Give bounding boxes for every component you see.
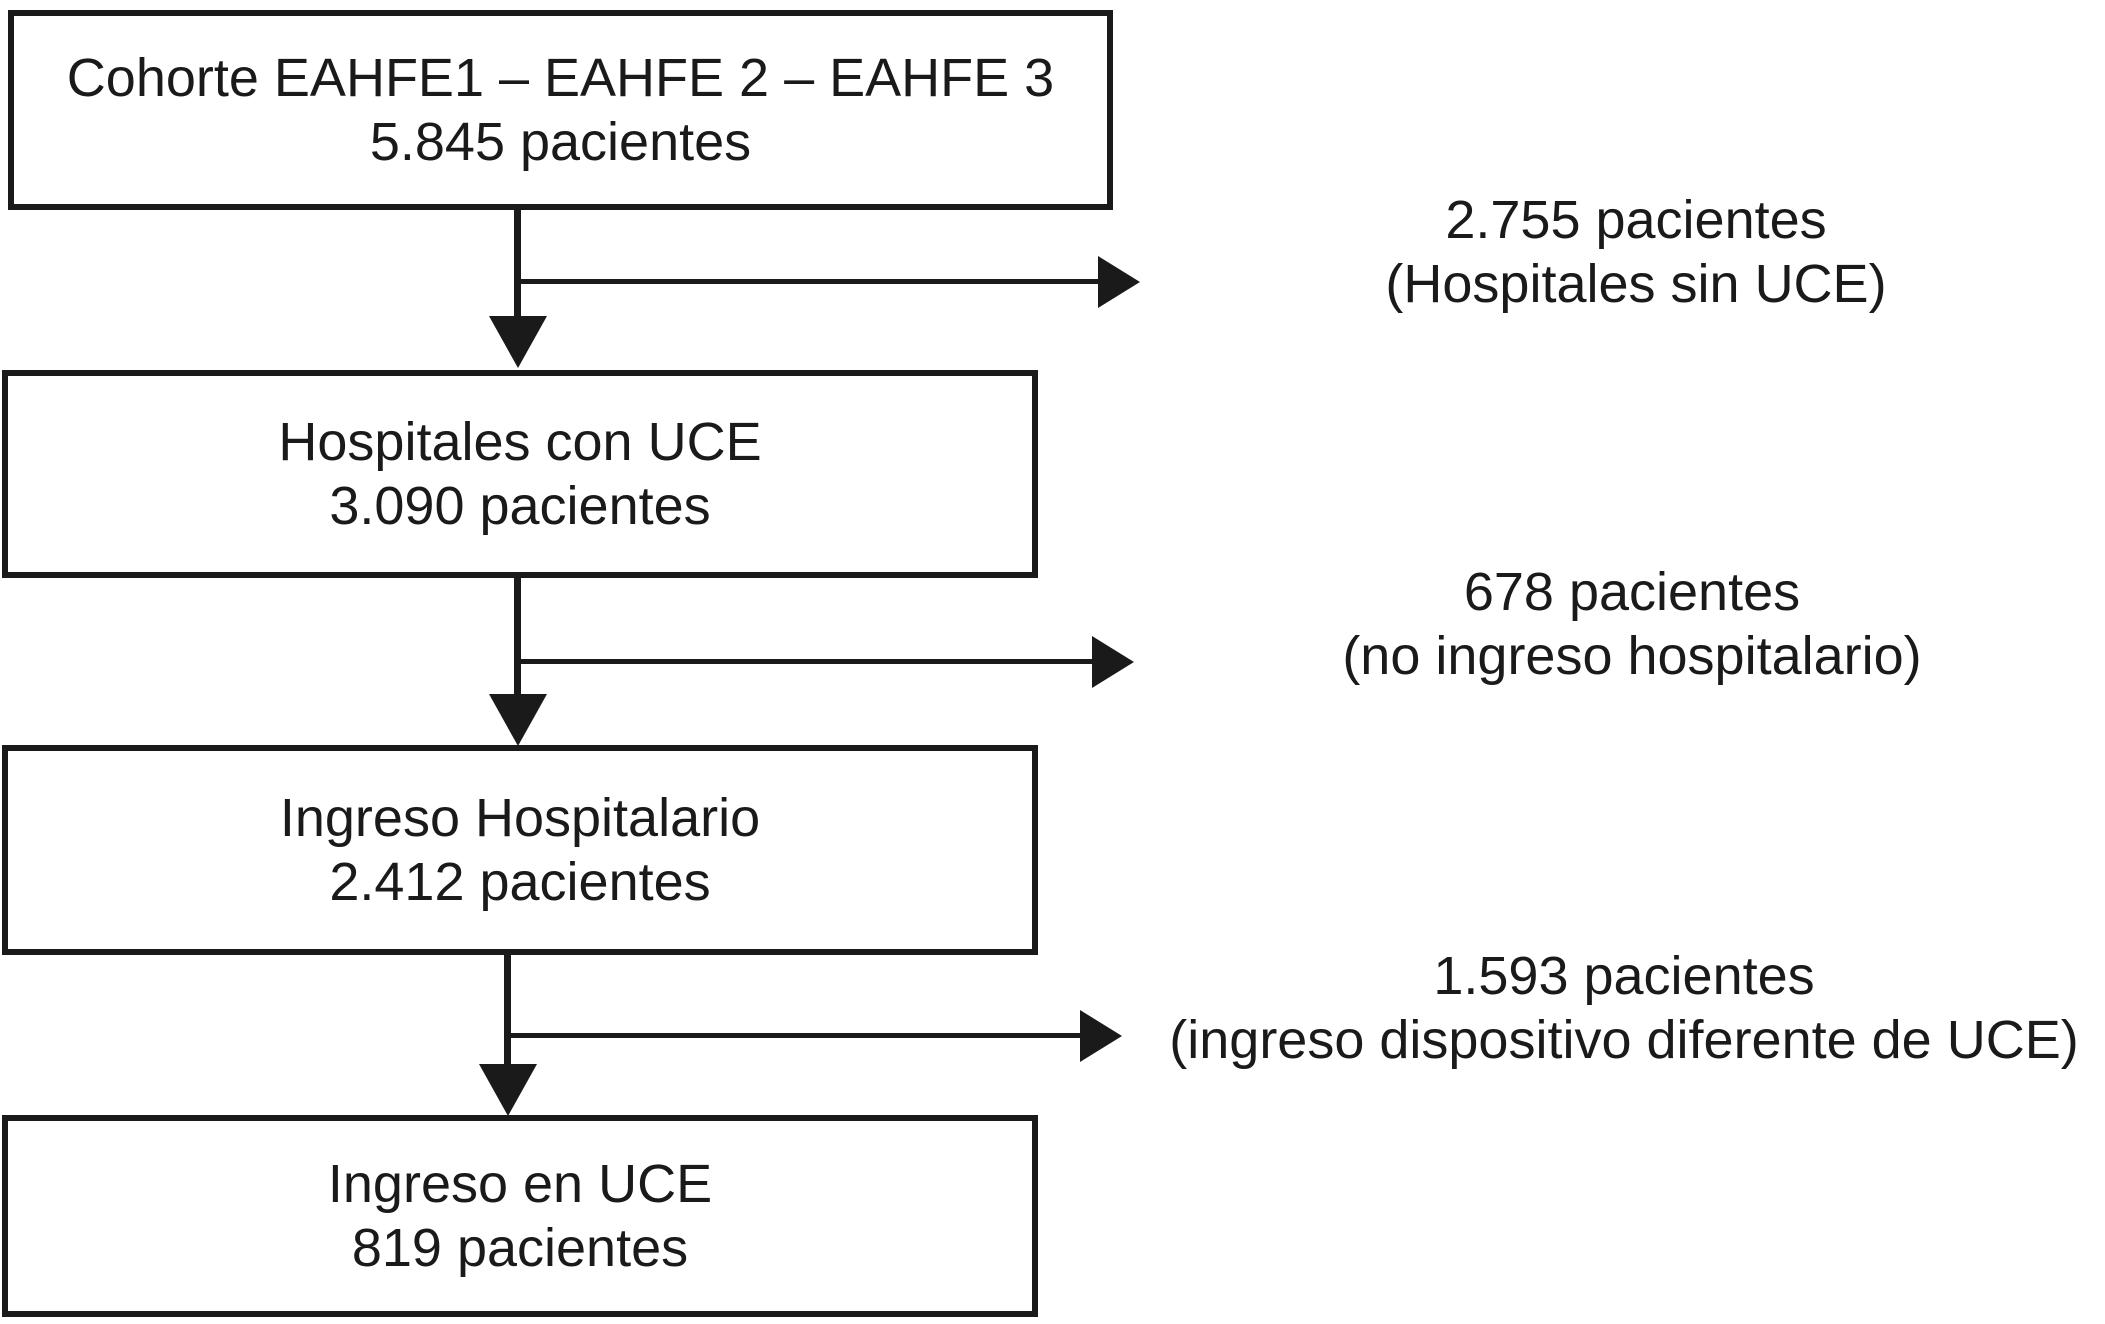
flow-box-hospitales-con-uce: Hospitales con UCE 3.090 pacientes — [2, 370, 1038, 578]
arrowhead-right-icon — [1098, 256, 1140, 308]
flow-box-cohorte-eahfe: Cohorte EAHFE1 – EAHFE 2 – EAHFE 3 5.845… — [8, 10, 1113, 210]
flow-box-ingreso-hospitalario: Ingreso Hospitalario 2.412 pacientes — [2, 745, 1038, 955]
box-patient-count: 819 pacientes — [351, 1218, 689, 1278]
flow-box-ingreso-en-uce: Ingreso en UCE 819 pacientes — [2, 1115, 1038, 1317]
arrowhead-down-icon — [489, 316, 547, 368]
box-patient-count: 3.090 pacientes — [329, 476, 711, 536]
box-title: Ingreso en UCE — [327, 1154, 713, 1214]
exclusion-count: 678 pacientes — [1463, 562, 1801, 622]
box-title: Cohorte EAHFE1 – EAHFE 2 – EAHFE 3 — [66, 48, 1055, 108]
branch-line-3 — [507, 1033, 1080, 1038]
exclusion-count: 2.755 pacientes — [1445, 190, 1827, 250]
box-title: Hospitales con UCE — [278, 412, 762, 472]
box-patient-count: 2.412 pacientes — [329, 852, 711, 912]
exclusion-reason: (Hospitales sin UCE) — [1385, 254, 1887, 314]
branch-line-1 — [517, 279, 1098, 284]
exclusion-label-3: 1.593 pacientes (ingreso dispositivo dif… — [1124, 944, 2105, 1072]
exclusion-reason: (ingreso dispositivo diferente de UCE) — [1169, 1010, 2079, 1070]
box-patient-count: 5.845 pacientes — [369, 112, 752, 172]
box-title: Ingreso Hospitalario — [279, 788, 761, 848]
connector-line-1 — [514, 210, 521, 320]
exclusion-count: 1.593 pacientes — [1433, 946, 1815, 1006]
exclusion-label-2: 678 pacientes (no ingreso hospitalario) — [1232, 560, 2032, 688]
connector-line-3 — [504, 955, 511, 1067]
connector-line-2 — [514, 578, 521, 698]
arrowhead-right-icon — [1092, 636, 1134, 688]
arrowhead-down-icon — [489, 694, 547, 746]
exclusion-label-1: 2.755 pacientes (Hospitales sin UCE) — [1236, 188, 2036, 316]
branch-line-2 — [517, 659, 1092, 664]
arrowhead-right-icon — [1080, 1010, 1122, 1062]
arrowhead-down-icon — [479, 1064, 537, 1116]
exclusion-reason: (no ingreso hospitalario) — [1342, 626, 1922, 686]
